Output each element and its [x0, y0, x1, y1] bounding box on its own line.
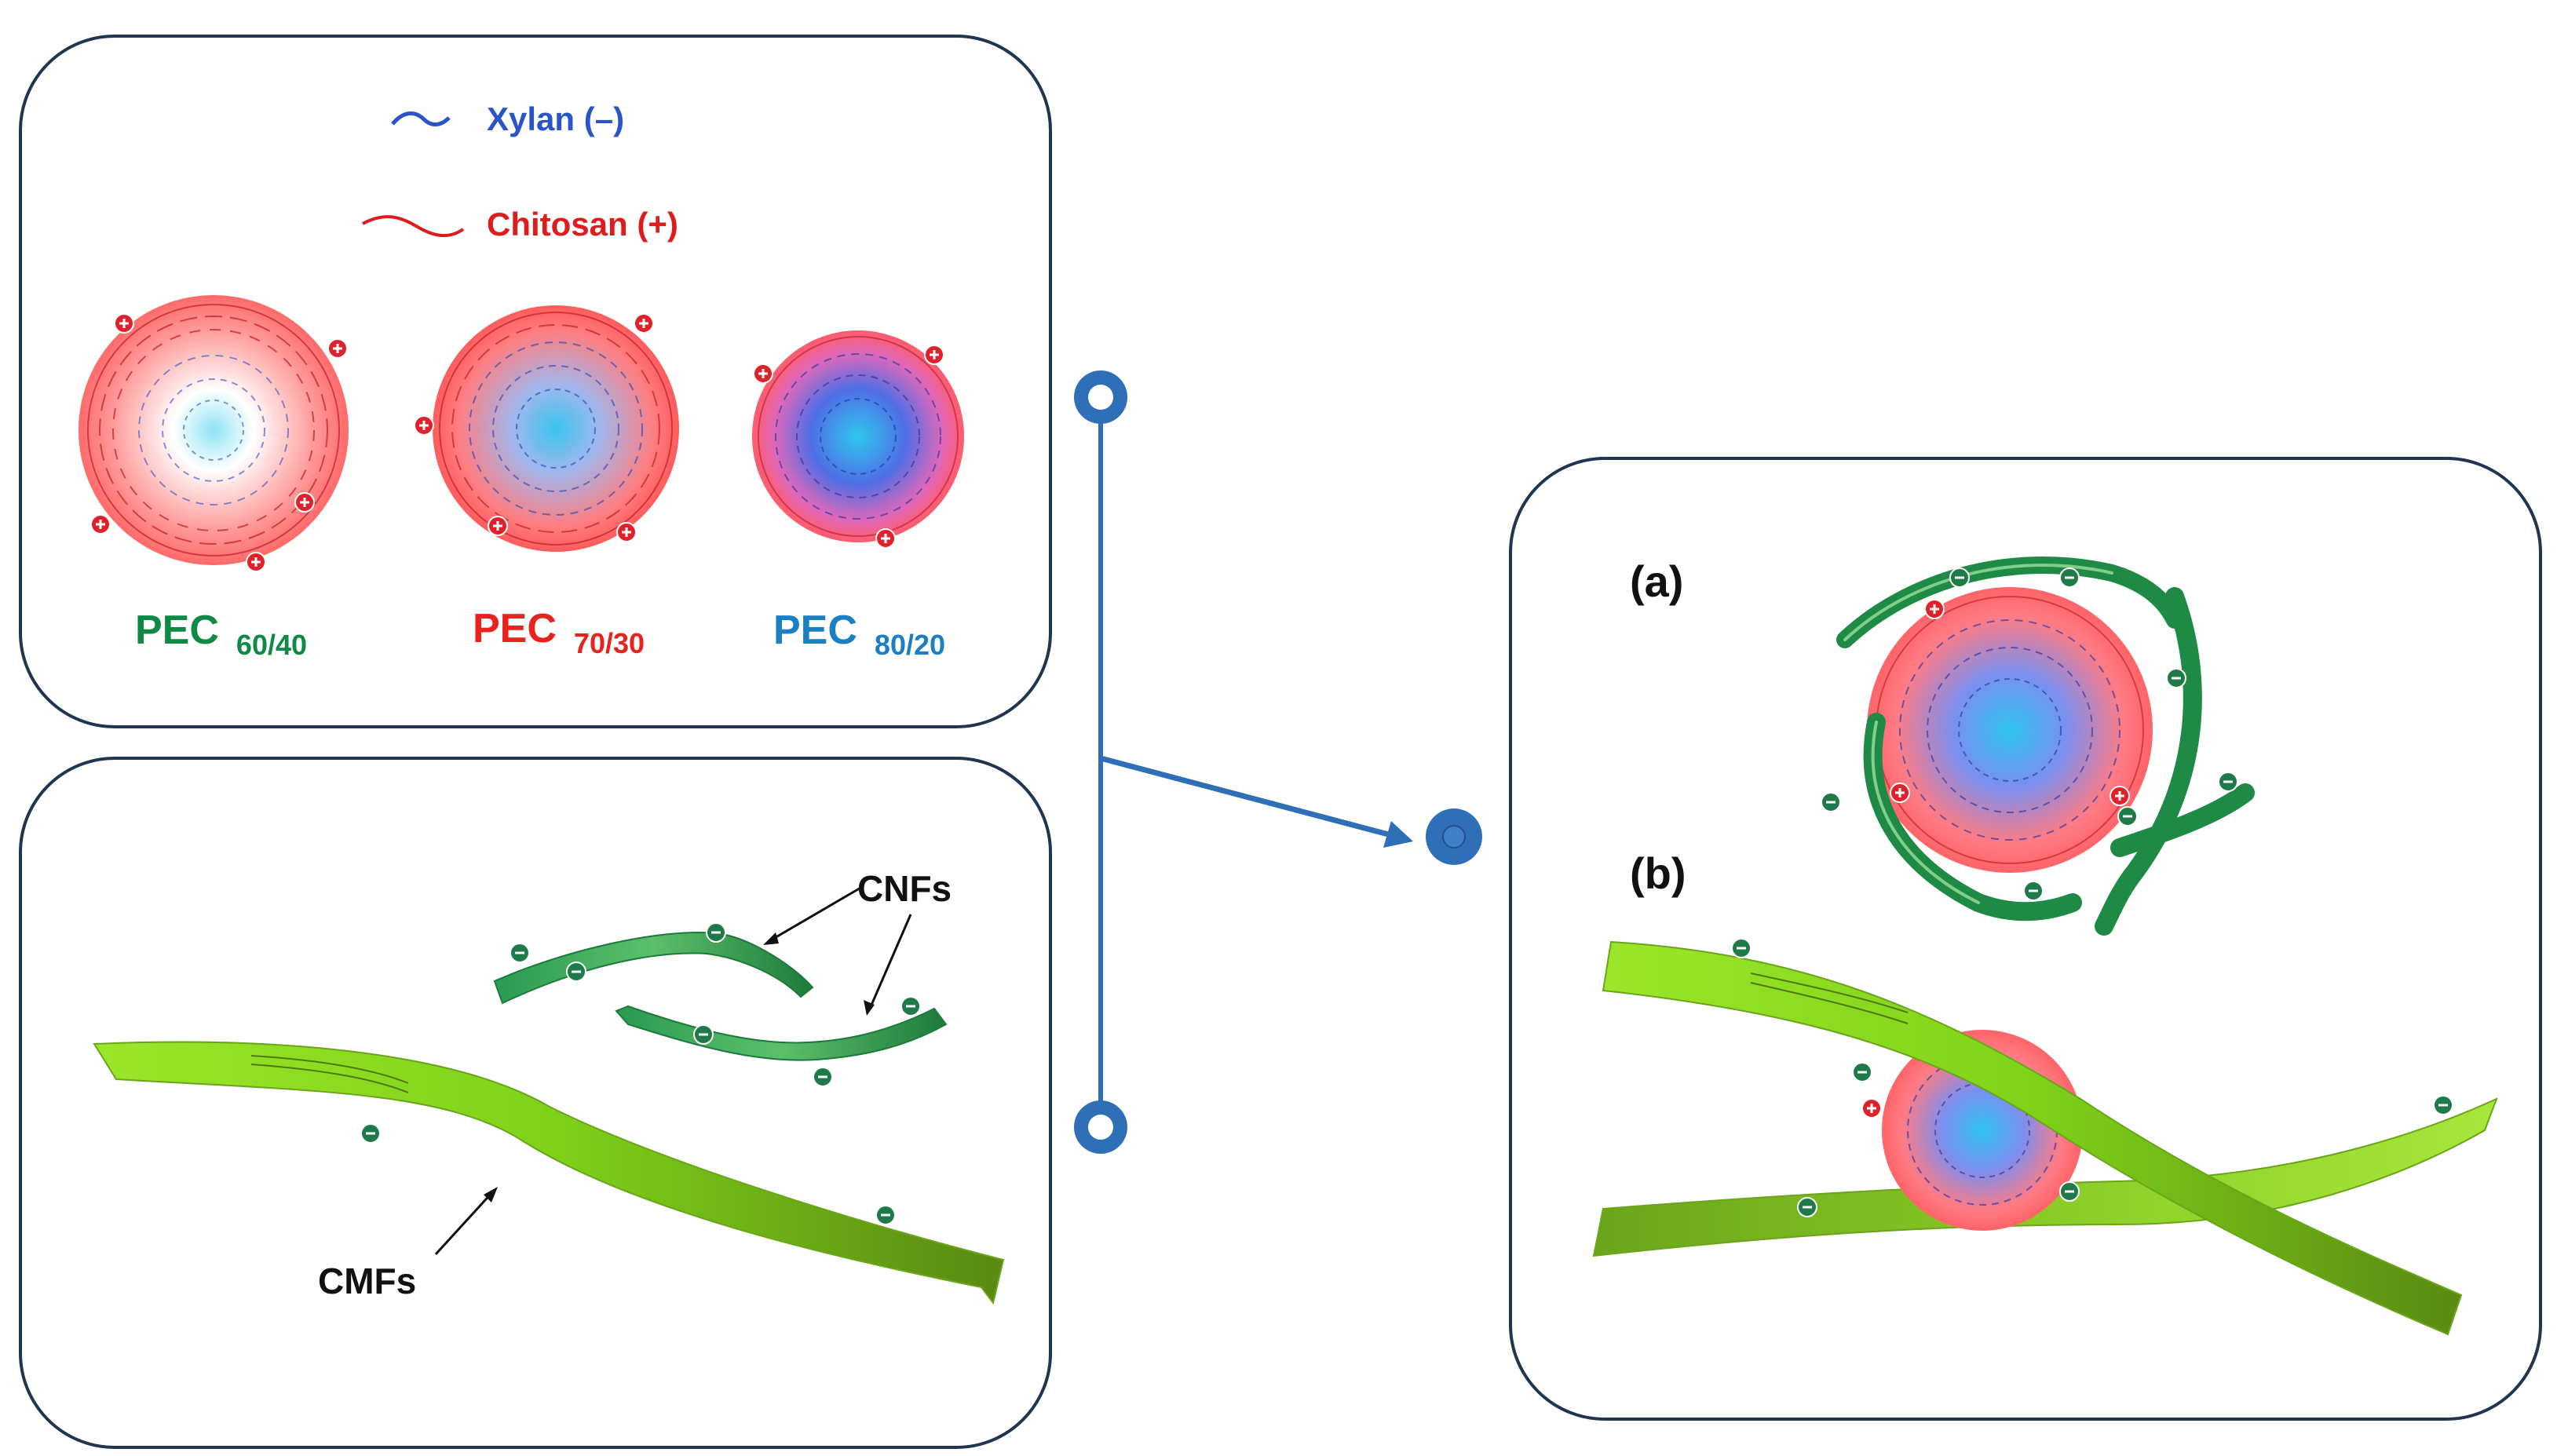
pec-70-30-particle: [433, 305, 679, 552]
pec-label-70-30: PEC 70/30: [473, 606, 645, 659]
fiber-negative-charges: [360, 922, 921, 1225]
minus-charge-icon: [1821, 792, 1841, 812]
pec-80-20-particle: [752, 330, 964, 542]
wrapping-cnf-fibers: [1836, 556, 2255, 936]
plus-charge-icon: [924, 345, 944, 365]
minus-charge-icon: [2218, 772, 2238, 792]
pec-prefix: PEC: [473, 606, 557, 651]
plus-charge-icon: [294, 492, 315, 513]
plus-charge-icon: [246, 552, 266, 572]
pec-ratio: 80/20: [875, 629, 945, 661]
minus-charge-icon: [510, 943, 530, 963]
connector-node-icon: [1074, 1100, 1127, 1154]
connector-node-icon: [1426, 808, 1482, 865]
pec-ratio: 70/30: [574, 627, 645, 659]
cnf-label: CNFs: [857, 868, 952, 909]
plus-charge-icon: [875, 528, 896, 549]
pec-60-40-particle: [79, 295, 349, 565]
pec-positive-charges: [90, 313, 944, 572]
chitosan-legend-label: Chitosan (+): [487, 206, 678, 243]
pec-prefix: PEC: [773, 608, 857, 653]
cmf-label: CMFs: [318, 1261, 416, 1301]
xylan-legend-icon: [391, 111, 451, 126]
cnf-annotation: CNFs: [763, 868, 952, 1016]
plus-charge-icon: [488, 516, 508, 536]
minus-charge-icon: [1731, 938, 1752, 958]
minus-charge-icon: [706, 922, 726, 943]
connector: [1074, 370, 1482, 1154]
plus-charge-icon: [327, 338, 348, 359]
plus-charge-icon: [2110, 786, 2130, 806]
minus-charge-icon: [693, 1024, 714, 1045]
pec-label-80-20: PEC 80/20: [773, 608, 945, 661]
label-a: (a): [1630, 556, 1683, 606]
plus-charge-icon: [1861, 1098, 1882, 1118]
minus-charge-icon: [2023, 881, 2044, 901]
fiber-panel: [19, 757, 1052, 1449]
plus-charge-icon: [1924, 599, 1945, 619]
minus-charge-icon: [360, 1123, 381, 1144]
plus-charge-icon: [616, 522, 637, 542]
minus-charge-icon: [2166, 668, 2186, 688]
plus-charge-icon: [414, 415, 434, 436]
cnf-fiber: [615, 1005, 948, 1061]
minus-charge-icon: [2117, 806, 2138, 827]
minus-charge-icon: [566, 962, 586, 982]
minus-charge-icon: [1949, 567, 1970, 588]
minus-charge-icon: [875, 1205, 896, 1225]
plus-charge-icon: [90, 514, 111, 535]
pec-panel: [19, 35, 1052, 728]
plus-charge-icon: [753, 363, 773, 384]
label-b: (b): [1630, 848, 1686, 898]
minus-charge-icon: [813, 1067, 833, 1087]
result-panel: [1509, 457, 2542, 1421]
wrapped-pec-particle: [1867, 587, 2153, 873]
minus-charge-icon: [900, 996, 921, 1016]
pec-ratio: 60/40: [236, 629, 307, 661]
minus-charge-icon: [1797, 1197, 1817, 1217]
plus-charge-icon: [634, 313, 654, 334]
legend: Xylan (–) Chitosan (+): [362, 100, 678, 243]
minus-charge-icon: [2059, 567, 2080, 588]
cnf-fiber: [493, 932, 814, 1005]
cmf-fiber: [93, 1041, 1005, 1305]
minus-charge-icon: [2433, 1095, 2453, 1115]
plus-charge-icon: [1890, 783, 1910, 803]
cmf-fiber-upper: [1602, 940, 2463, 1336]
plus-charge-icon: [114, 313, 134, 334]
connector-node-icon: [1074, 370, 1127, 424]
xylan-legend-label: Xylan (–): [487, 100, 624, 137]
chitosan-legend-icon: [362, 215, 465, 238]
pec-label-60-40: PEC 60/40: [135, 608, 307, 661]
result-charges: [1731, 567, 2453, 1217]
cmf-annotation: CMFs: [318, 1187, 498, 1301]
pec-prefix: PEC: [135, 608, 219, 653]
minus-charge-icon: [1852, 1062, 1872, 1082]
minus-charge-icon: [2059, 1181, 2080, 1202]
